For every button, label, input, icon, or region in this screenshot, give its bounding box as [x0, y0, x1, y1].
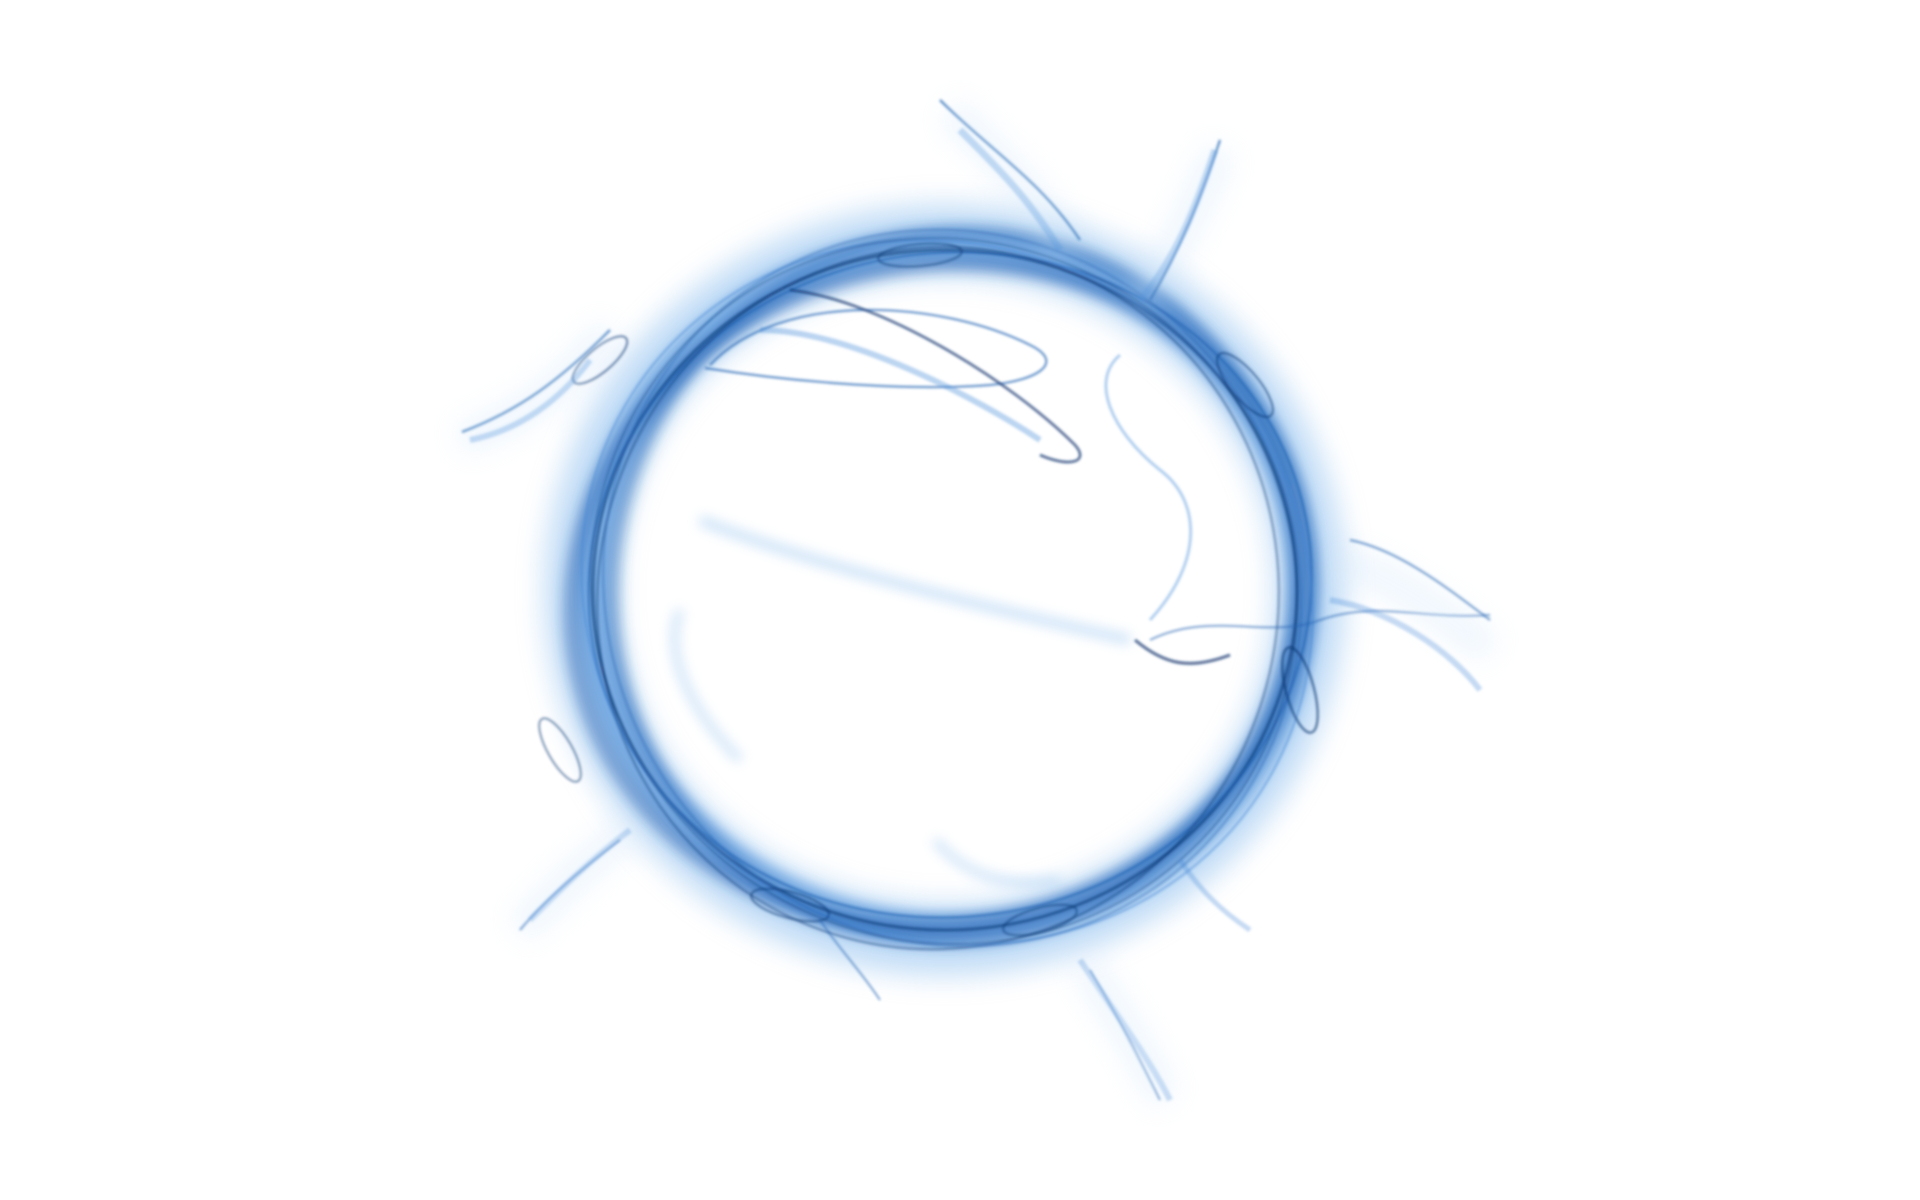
- ring-body: [562, 224, 1320, 947]
- interior-trails: [670, 515, 1132, 887]
- ring-strands: [538, 228, 1319, 951]
- inner-wisp: [704, 288, 1491, 665]
- flare-haze: [455, 99, 1500, 1107]
